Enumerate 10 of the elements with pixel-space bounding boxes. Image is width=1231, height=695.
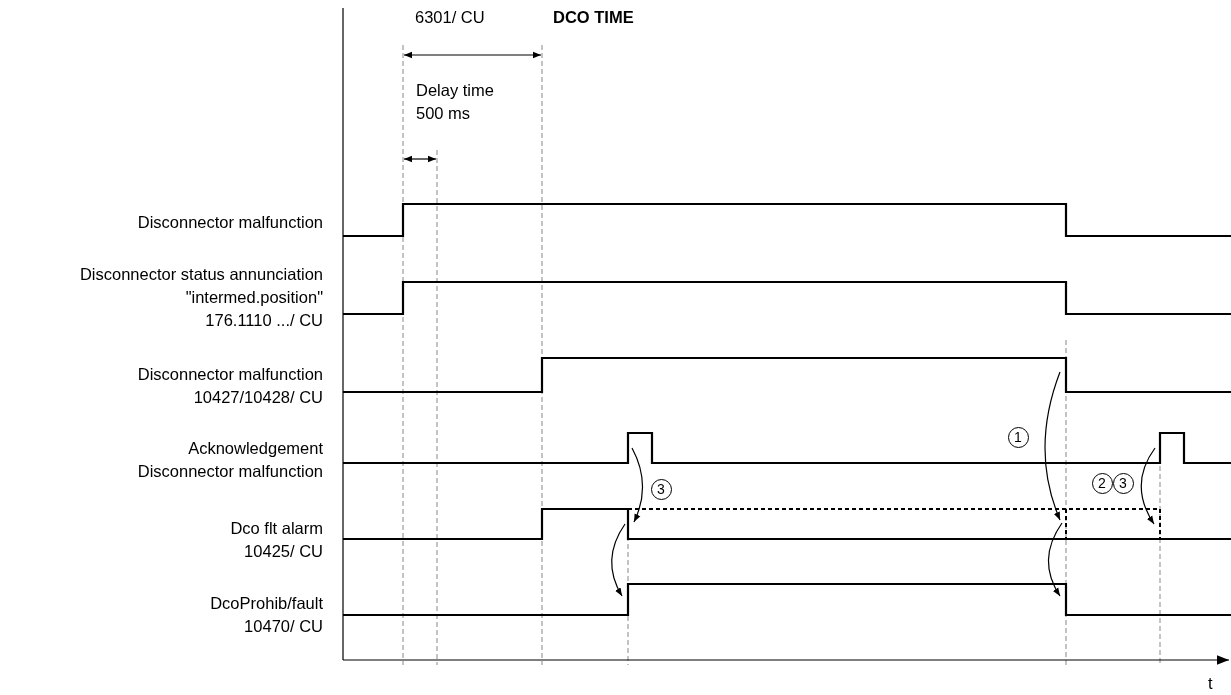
signal-label: Disconnector malfunction 10427/10428/ CU — [137, 364, 323, 408]
param-label: 6301/ CU — [415, 6, 485, 28]
signal-label: DcoProhib/fault 10470/ CU — [210, 593, 323, 637]
signal-label: Acknowledgement Disconnector malfunction — [137, 438, 323, 482]
axis-label: t — [1208, 672, 1213, 694]
signal-label: Disconnector malfunction — [137, 211, 323, 233]
signal-label: Disconnector status annunciation "intermed.position" 176.1110 .../ CU — [79, 263, 323, 331]
signal-label: Dco flt alarm 10425/ CU — [230, 518, 323, 562]
note-label: Delay time 500 ms — [416, 80, 494, 124]
param-name-label: DCO TIME — [553, 6, 634, 28]
